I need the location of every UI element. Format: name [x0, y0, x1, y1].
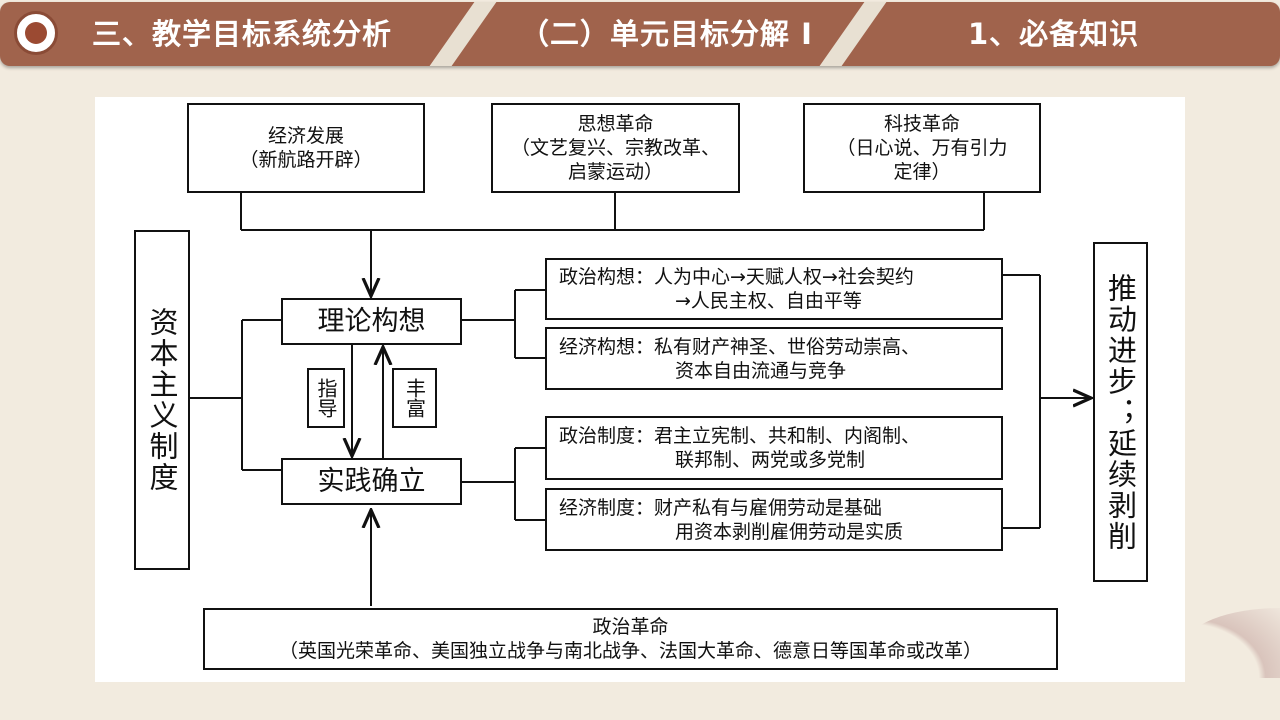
economic-development-box: 经济发展（新航路开辟） — [187, 103, 425, 193]
result-label: 推动进步；延续剥削 — [1103, 272, 1138, 552]
box-detail: （文艺复兴、宗教改革、 — [510, 137, 720, 159]
line-2: 用资本剥削雇佣劳动是实质 — [675, 520, 904, 543]
line-2: →人民主权、自由平等 — [675, 290, 862, 312]
capitalism-box: 资本主义制度 — [134, 230, 190, 570]
economic-system-box: 经济制度：财产私有与雇佣劳动是基础用资本剥削雇佣劳动是实质 — [545, 488, 1003, 551]
box-title: 经济发展 — [267, 125, 344, 147]
box-detail: 定律） — [893, 161, 951, 183]
box-detail: （日心说、万有引力 — [836, 137, 1008, 159]
topic-title: 1、必备知识 — [968, 17, 1140, 51]
box-title: 思想革命 — [577, 113, 654, 135]
theory-box: 理论构想 — [281, 298, 462, 345]
line-1: 政治构想：人为中心→天赋人权→社会契约 — [559, 266, 914, 288]
line-2: 资本自由流通与竞争 — [675, 359, 847, 382]
box-detail: （英国光荣革命、美国独立战争与南北战争、法国大革命、德意日等国革命或改革） — [278, 640, 982, 662]
line-1: 政治制度：君主立宪制、共和制、内阁制、 — [559, 425, 921, 447]
box-detail: 启蒙运动） — [567, 161, 663, 183]
capitalism-label: 资本主义制度 — [145, 307, 179, 493]
enrich-box: 丰富 — [392, 368, 437, 428]
guide-box: 指导 — [307, 368, 345, 428]
guide-label: 指导 — [314, 378, 338, 418]
line-2: 联邦制、两党或多党制 — [675, 449, 866, 471]
header-bar — [0, 2, 1280, 66]
practice-box: 实践确立 — [281, 458, 462, 505]
economic-concept-box: 经济构想：私有财产神圣、世俗劳动崇高、资本自由流通与竞争 — [545, 327, 1003, 390]
box-title: 科技革命 — [883, 113, 960, 135]
result-box: 推动进步；延续剥削 — [1093, 242, 1148, 582]
box-detail: （新航路开辟） — [239, 149, 373, 171]
thought-revolution-box: 思想革命（文艺复兴、宗教改革、启蒙运动） — [491, 103, 740, 193]
section-title: 三、教学目标系统分析 — [92, 17, 393, 51]
line-1: 经济制度：财产私有与雇佣劳动是基础 — [559, 496, 883, 519]
box-title: 政治革命 — [592, 616, 669, 638]
political-system-box: 政治制度：君主立宪制、共和制、内阁制、联邦制、两党或多党制 — [545, 416, 1003, 480]
subsection-title: （二）单元目标分解 Ⅰ — [520, 17, 813, 51]
enrich-label: 丰富 — [402, 378, 427, 418]
school-logo — [14, 11, 58, 55]
political-concept-box: 政治构想：人为中心→天赋人权→社会契约→人民主权、自由平等 — [545, 258, 1003, 320]
tech-revolution-box: 科技革命（日心说、万有引力定律） — [803, 103, 1041, 193]
political-revolution-box: 政治革命（英国光荣革命、美国独立战争与南北战争、法国大革命、德意日等国革命或改革… — [203, 608, 1058, 670]
line-1: 经济构想：私有财产神圣、世俗劳动崇高、 — [559, 335, 921, 358]
